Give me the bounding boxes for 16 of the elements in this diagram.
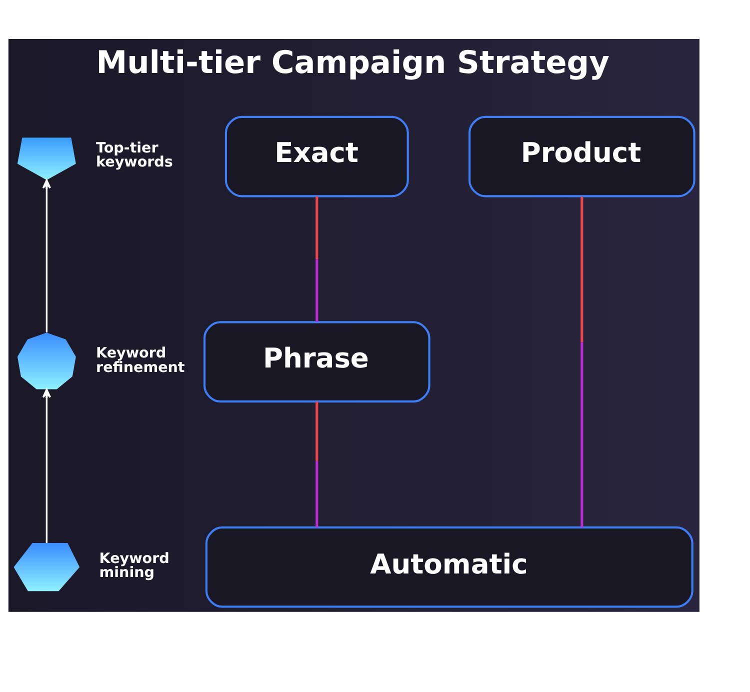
arrow bbox=[42, 388, 52, 542]
node-picture bbox=[17, 332, 76, 389]
node-label: Keyword refinement bbox=[96, 345, 185, 376]
node-picture bbox=[17, 137, 76, 180]
node-label: Keyword mining bbox=[99, 550, 170, 581]
connector bbox=[316, 401, 318, 527]
connector bbox=[580, 196, 584, 527]
node-box: Automatic bbox=[205, 526, 694, 608]
diagram-title: Multi-tier Campaign Strategy bbox=[96, 44, 610, 81]
node-box: Exact bbox=[224, 115, 409, 197]
connector bbox=[316, 196, 318, 322]
node-label: Top-tier keywords bbox=[96, 140, 173, 170]
node-box: Product bbox=[468, 115, 696, 197]
node-box: Phrase bbox=[203, 320, 430, 402]
node-picture bbox=[14, 542, 80, 591]
arrow bbox=[42, 178, 52, 332]
